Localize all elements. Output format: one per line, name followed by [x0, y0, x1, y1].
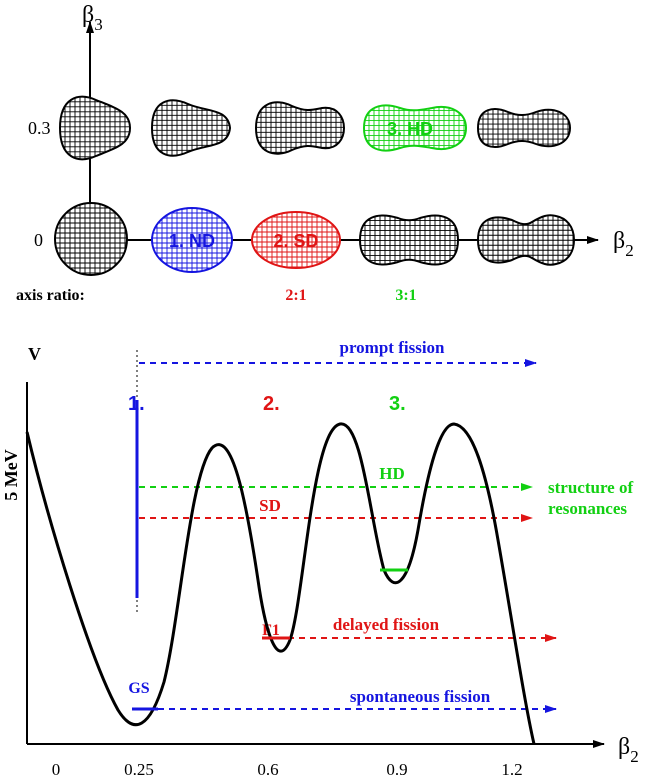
- gs-label: GS: [128, 680, 149, 697]
- resonances-label: resonances: [548, 499, 627, 518]
- beta3-axis-label: β3: [82, 2, 103, 34]
- axis-ratio-hd: 3:1: [395, 287, 416, 304]
- axis-ratio-label: axis ratio:: [16, 287, 85, 304]
- shape-nd: [151, 207, 233, 273]
- label-hd: 3. HD: [387, 119, 433, 139]
- shape-hd: [362, 104, 468, 152]
- shapes-panel: β3 β2 0.3 0: [16, 2, 634, 304]
- label-nd: 1. ND: [169, 231, 215, 251]
- y-tick-0: 0: [34, 230, 43, 250]
- label-sd: 2. SD: [273, 231, 318, 251]
- structure-of-label: structure of: [548, 478, 633, 497]
- x-tick-1.2: 1.2: [501, 760, 522, 779]
- shape-neck-1: [358, 214, 460, 266]
- prompt-fission-label: prompt fission: [339, 338, 445, 357]
- shape-pear-5: [476, 108, 572, 148]
- beta2-axis-label-top: β2: [613, 228, 634, 260]
- y-tick-0.3: 0.3: [28, 118, 51, 138]
- sd-label: SD: [259, 496, 281, 515]
- shape-sphere: [54, 202, 128, 276]
- well-3-label: 3.: [389, 393, 406, 415]
- shape-neck-2: [476, 214, 576, 266]
- v-axis-label: V: [28, 344, 41, 364]
- shape-pear-3: [254, 101, 346, 155]
- well-2-label: 2.: [263, 393, 280, 415]
- energy-scale-label: 5 MeV: [1, 449, 21, 500]
- beta2-axis-label-bottom: β2: [618, 734, 639, 766]
- hd-label: HD: [379, 464, 405, 483]
- axis-ratio-sd: 2:1: [285, 287, 306, 304]
- shape-pear-2: [150, 99, 232, 157]
- x-tick-0.9: 0.9: [386, 760, 407, 779]
- x-tick-0: 0: [52, 760, 61, 779]
- potential-panel: V 5 MeV β2 0 0.25 0.6 0.9 1.2 1. 2. 3. p…: [1, 338, 639, 779]
- delayed-fission-label: delayed fission: [333, 615, 440, 634]
- shape-pear-1: [58, 95, 132, 161]
- well-1-label: 1.: [128, 393, 145, 415]
- spontaneous-fission-label: spontaneous fission: [350, 687, 491, 706]
- x-tick-0.25: 0.25: [124, 760, 154, 779]
- x-tick-0.6: 0.6: [257, 760, 278, 779]
